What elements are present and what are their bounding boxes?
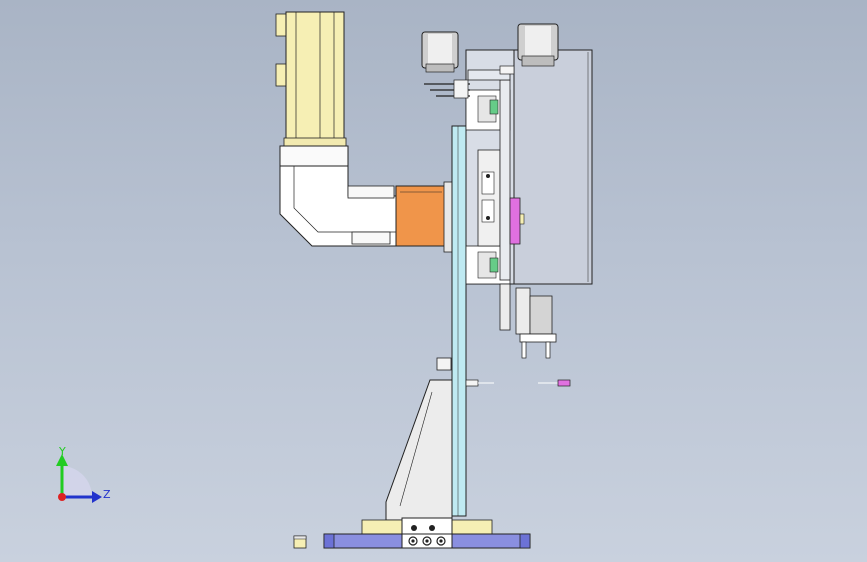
vertical-column[interactable] — [436, 125, 467, 517]
sensor-cables — [424, 79, 470, 99]
base-plate[interactable] — [323, 517, 531, 549]
servo-motor[interactable] — [275, 11, 347, 147]
slide-housing[interactable] — [465, 49, 593, 285]
x-axis-dot — [58, 493, 66, 501]
y-axis-label: Y — [58, 445, 66, 458]
coordinate-triad: Y Z — [56, 445, 111, 503]
right-angle-gearbox[interactable] — [279, 145, 397, 247]
support-bracket[interactable] — [385, 379, 453, 521]
proximity-sensor-right — [538, 379, 571, 387]
top-cylinder-right[interactable] — [517, 23, 559, 67]
gripper-cylinder[interactable] — [499, 283, 557, 359]
coupling[interactable] — [395, 181, 453, 253]
z-axis-label: Z — [103, 488, 111, 501]
top-cylinder-left[interactable] — [421, 31, 459, 73]
proximity-sensor-left — [465, 379, 494, 387]
small-block — [293, 535, 307, 549]
